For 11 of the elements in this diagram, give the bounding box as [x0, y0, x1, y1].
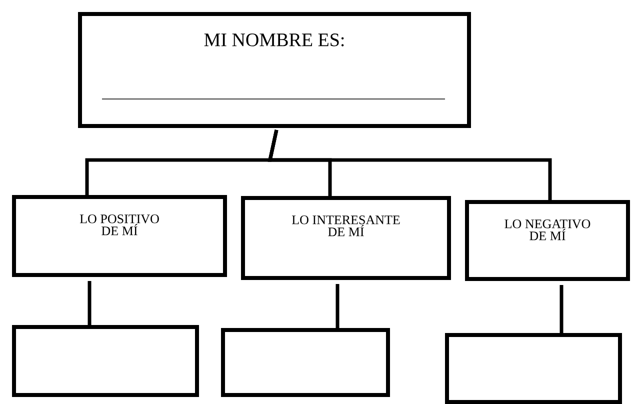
connector-line [88, 281, 92, 325]
connector-line [560, 285, 564, 333]
category-box: LO INTERESANTE DE MÍ [241, 196, 451, 280]
answer-box [221, 328, 390, 397]
connector-line [336, 284, 340, 328]
answer-box [12, 325, 199, 397]
answer-box [445, 333, 622, 404]
title-box: MI NOMBRE ES: [78, 12, 471, 128]
connector-line [268, 130, 552, 200]
category-box: LO NEGATIVO DE MÍ [465, 200, 630, 281]
category-box: LO POSITIVO DE MÍ [12, 195, 227, 277]
